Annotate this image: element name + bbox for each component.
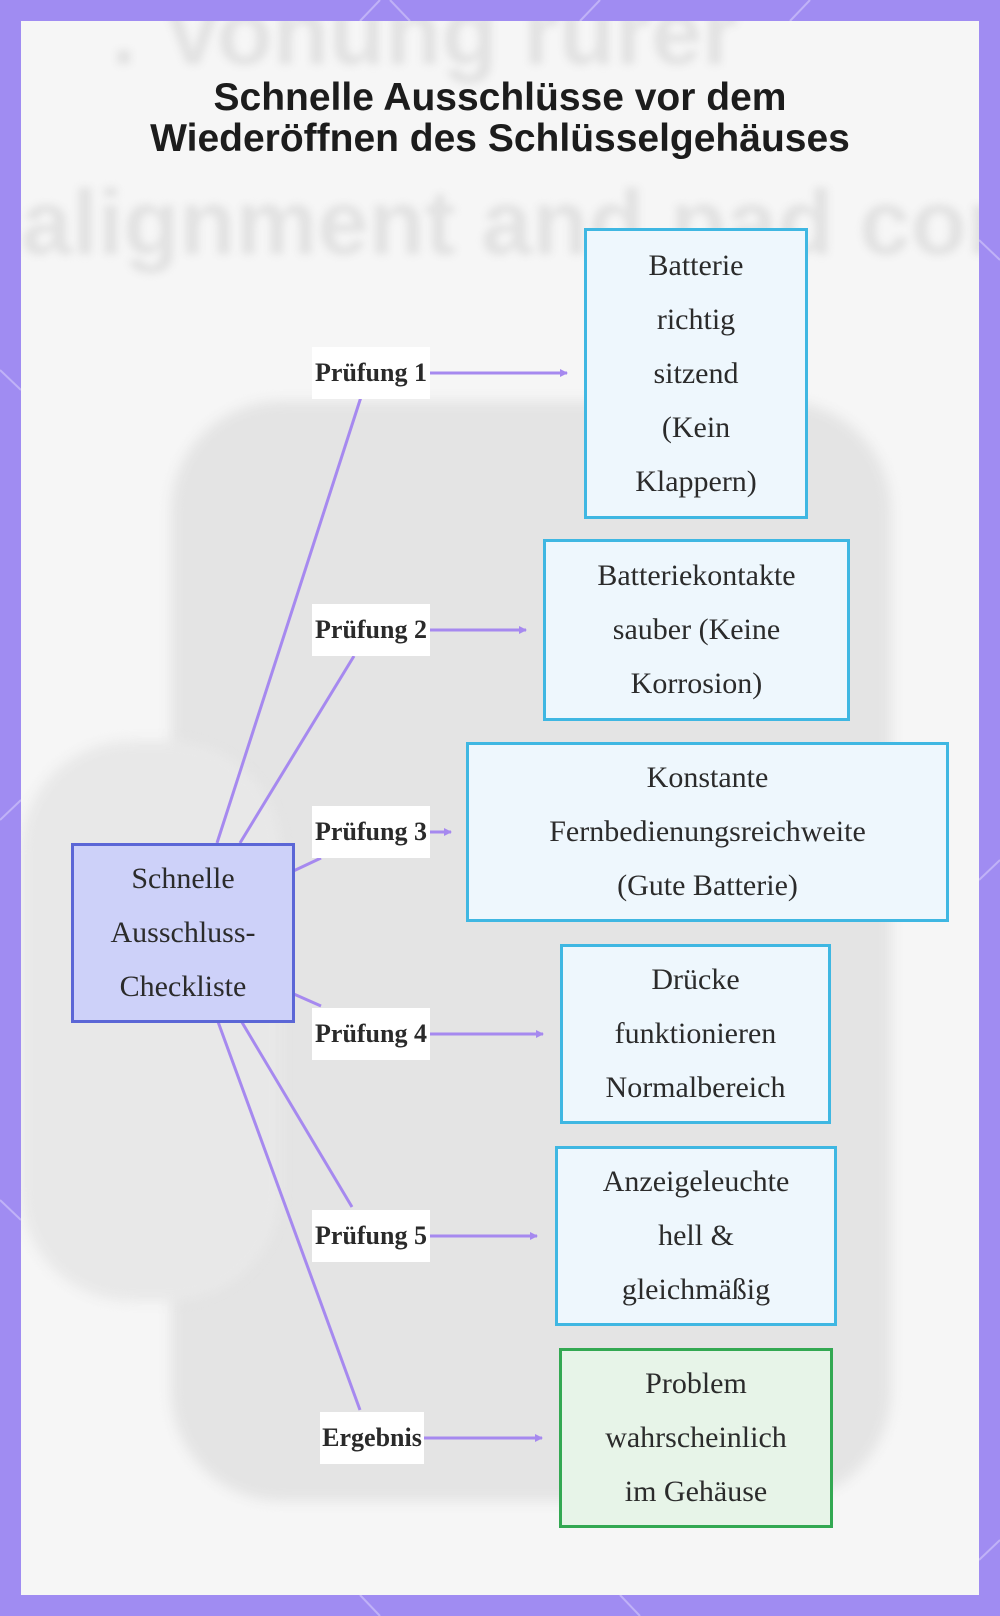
node-check-2: Batteriekontakte sauber (Keine Korrosion…	[543, 539, 850, 721]
check-1-line-1: Batterie	[635, 239, 757, 293]
check-1-line-5: Klappern)	[635, 455, 757, 509]
check-4-line-3: Normalbereich	[606, 1061, 786, 1115]
check-3-line-3: (Gute Batterie)	[549, 859, 866, 913]
check-1-line-2: richtig	[635, 293, 757, 347]
diagram-card: alignment and pad cont . Vonung rurer Sc…	[21, 21, 979, 1595]
label-check-3: Prüfung 3	[312, 806, 430, 858]
root-line-1: Schnelle	[110, 852, 255, 906]
result-line-1: Problem	[605, 1357, 787, 1411]
label-check-2: Prüfung 2	[312, 604, 430, 656]
label-result: Ergebnis	[320, 1412, 424, 1464]
check-4-line-1: Drücke	[606, 953, 786, 1007]
label-check-5: Prüfung 5	[312, 1210, 430, 1262]
result-line-2: wahrscheinlich	[605, 1411, 787, 1465]
check-1-line-3: sitzend	[635, 347, 757, 401]
node-check-4: Drücke funktionieren Normalbereich	[560, 944, 831, 1124]
root-line-3: Checkliste	[110, 960, 255, 1014]
check-4-line-2: funktionieren	[606, 1007, 786, 1061]
check-3-line-2: Fernbedienungsreichweite	[549, 805, 866, 859]
node-check-3: Konstante Fernbedienungsreichweite (Gute…	[466, 742, 949, 922]
check-3-line-1: Konstante	[549, 751, 866, 805]
result-line-3: im Gehäuse	[605, 1465, 787, 1519]
node-check-1: Batterie richtig sitzend (Kein Klappern)	[584, 228, 808, 519]
root-line-2: Ausschluss-	[110, 906, 255, 960]
check-5-line-1: Anzeigeleuchte	[603, 1155, 790, 1209]
label-check-1: Prüfung 1	[312, 347, 430, 399]
node-check-5: Anzeigeleuchte hell & gleichmäßig	[555, 1146, 837, 1326]
check-2-line-3: Korrosion)	[597, 657, 795, 711]
check-1-line-4: (Kein	[635, 401, 757, 455]
check-5-line-3: gleichmäßig	[603, 1263, 790, 1317]
check-5-line-2: hell &	[603, 1209, 790, 1263]
check-2-line-1: Batteriekontakte	[597, 549, 795, 603]
check-2-line-2: sauber (Keine	[597, 603, 795, 657]
label-check-4: Prüfung 4	[312, 1008, 430, 1060]
root-node: Schnelle Ausschluss- Checkliste	[71, 843, 295, 1023]
node-result: Problem wahrscheinlich im Gehäuse	[559, 1348, 833, 1528]
